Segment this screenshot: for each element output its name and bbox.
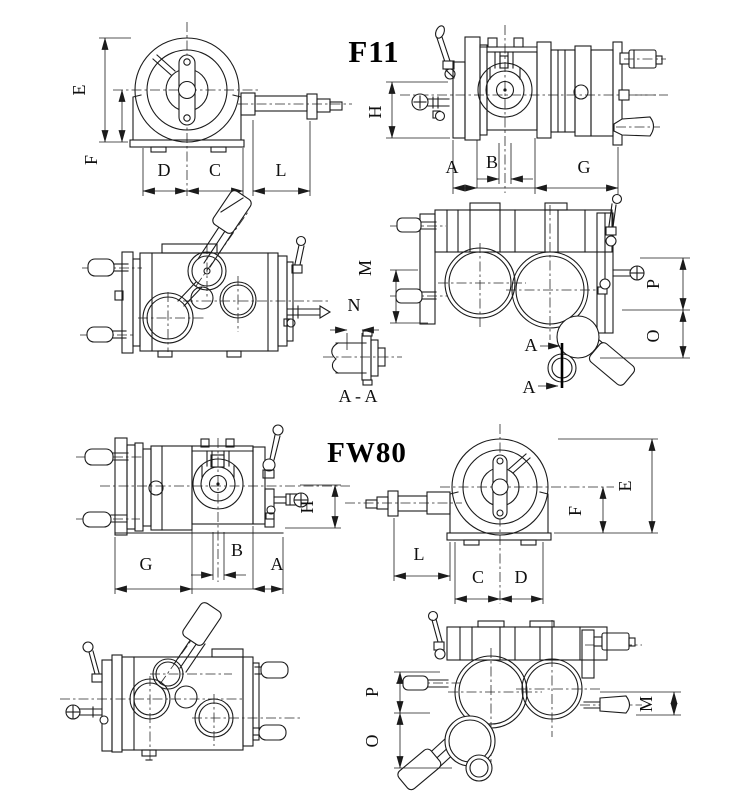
- f11-side-dim-d: D: [158, 160, 171, 180]
- left-handle-bottom: [82, 511, 128, 528]
- f11-top-dim-p: P: [643, 279, 663, 289]
- index-crank: [173, 602, 222, 673]
- f11-side-dim-e: E: [69, 85, 89, 96]
- left-handle-bottom: [86, 326, 127, 343]
- left-handle-bottom: [395, 288, 437, 304]
- title-fw80: FW80: [327, 437, 407, 469]
- left-lever: [82, 641, 103, 683]
- f11-rear-view: [80, 190, 332, 358]
- f11-front-dim-a: A: [446, 157, 459, 177]
- right-crank-knob: [265, 492, 309, 520]
- left-knob-handle: [65, 704, 109, 725]
- clamp-lever: [435, 25, 456, 80]
- f11-top-view: M P O A A: [355, 193, 690, 397]
- f11-side-dim-l: L: [276, 160, 287, 180]
- right-handle-bottom: [613, 116, 660, 137]
- fw80-front-dim-g: G: [140, 554, 153, 574]
- fw80-side-dim-c: C: [472, 567, 484, 587]
- right-knob-handle: [597, 265, 645, 295]
- fw80-top-view: P O M: [362, 610, 681, 791]
- clamp-lever: [262, 424, 284, 479]
- right-handle-top: [619, 49, 666, 69]
- fw80-side-dim-l: L: [414, 544, 425, 564]
- fw80-side-view: E F L C D: [345, 424, 658, 604]
- f11-front-dim-h: H: [365, 106, 385, 119]
- fw80-rear-view: [60, 602, 300, 761]
- right-handle-bottom: [253, 724, 287, 741]
- f11-side-dim-c: C: [209, 160, 221, 180]
- f11-side-dim-f: F: [81, 155, 101, 165]
- f11-top-cut-a-bottom: A: [523, 377, 536, 397]
- left-crank-knob: [411, 93, 450, 122]
- right-handle-top: [254, 661, 289, 679]
- fw80-top-dim-o: O: [362, 735, 382, 748]
- fw80-front-dim-h: H: [297, 501, 317, 514]
- fw80-side-dim-f: F: [565, 506, 585, 516]
- fw80-top-dim-m: M: [636, 696, 656, 712]
- f11-top-dim-o: O: [643, 330, 663, 343]
- right-handle-bottom: [583, 695, 631, 714]
- section-title: A - A: [338, 386, 377, 406]
- f11-top-dim-m: M: [355, 260, 375, 276]
- rear-pin-handle: [283, 305, 332, 328]
- left-handle-top: [84, 448, 129, 466]
- right-handle-top: [593, 632, 636, 651]
- index-crank: [197, 190, 252, 268]
- fw80-front-dim-a: A: [271, 554, 284, 574]
- fw80-top-dim-p: P: [362, 687, 382, 697]
- f11-front-dim-b: B: [486, 152, 498, 172]
- fw80-front-view: H G B A: [76, 424, 350, 594]
- left-handle-top: [87, 258, 129, 277]
- fw80-front-dim-b: B: [231, 540, 243, 560]
- top-lever: [605, 193, 623, 247]
- left-handle: [402, 675, 449, 691]
- rear-lever: [291, 235, 307, 274]
- f11-side-view: E F D C L: [69, 22, 352, 196]
- fw80-side-dim-d: D: [515, 567, 528, 587]
- fw80-side-dim-e: E: [615, 481, 635, 492]
- f11-front-dim-g: G: [578, 157, 591, 177]
- section-a-a-detail: N A - A: [323, 295, 402, 406]
- f11-top-cut-a-top: A: [525, 335, 538, 355]
- top-lever: [427, 610, 446, 660]
- f11-front-view: H A B G: [365, 25, 668, 194]
- section-dim-n: N: [348, 295, 361, 315]
- title-f11: F11: [348, 34, 399, 69]
- left-handle-top: [396, 217, 437, 233]
